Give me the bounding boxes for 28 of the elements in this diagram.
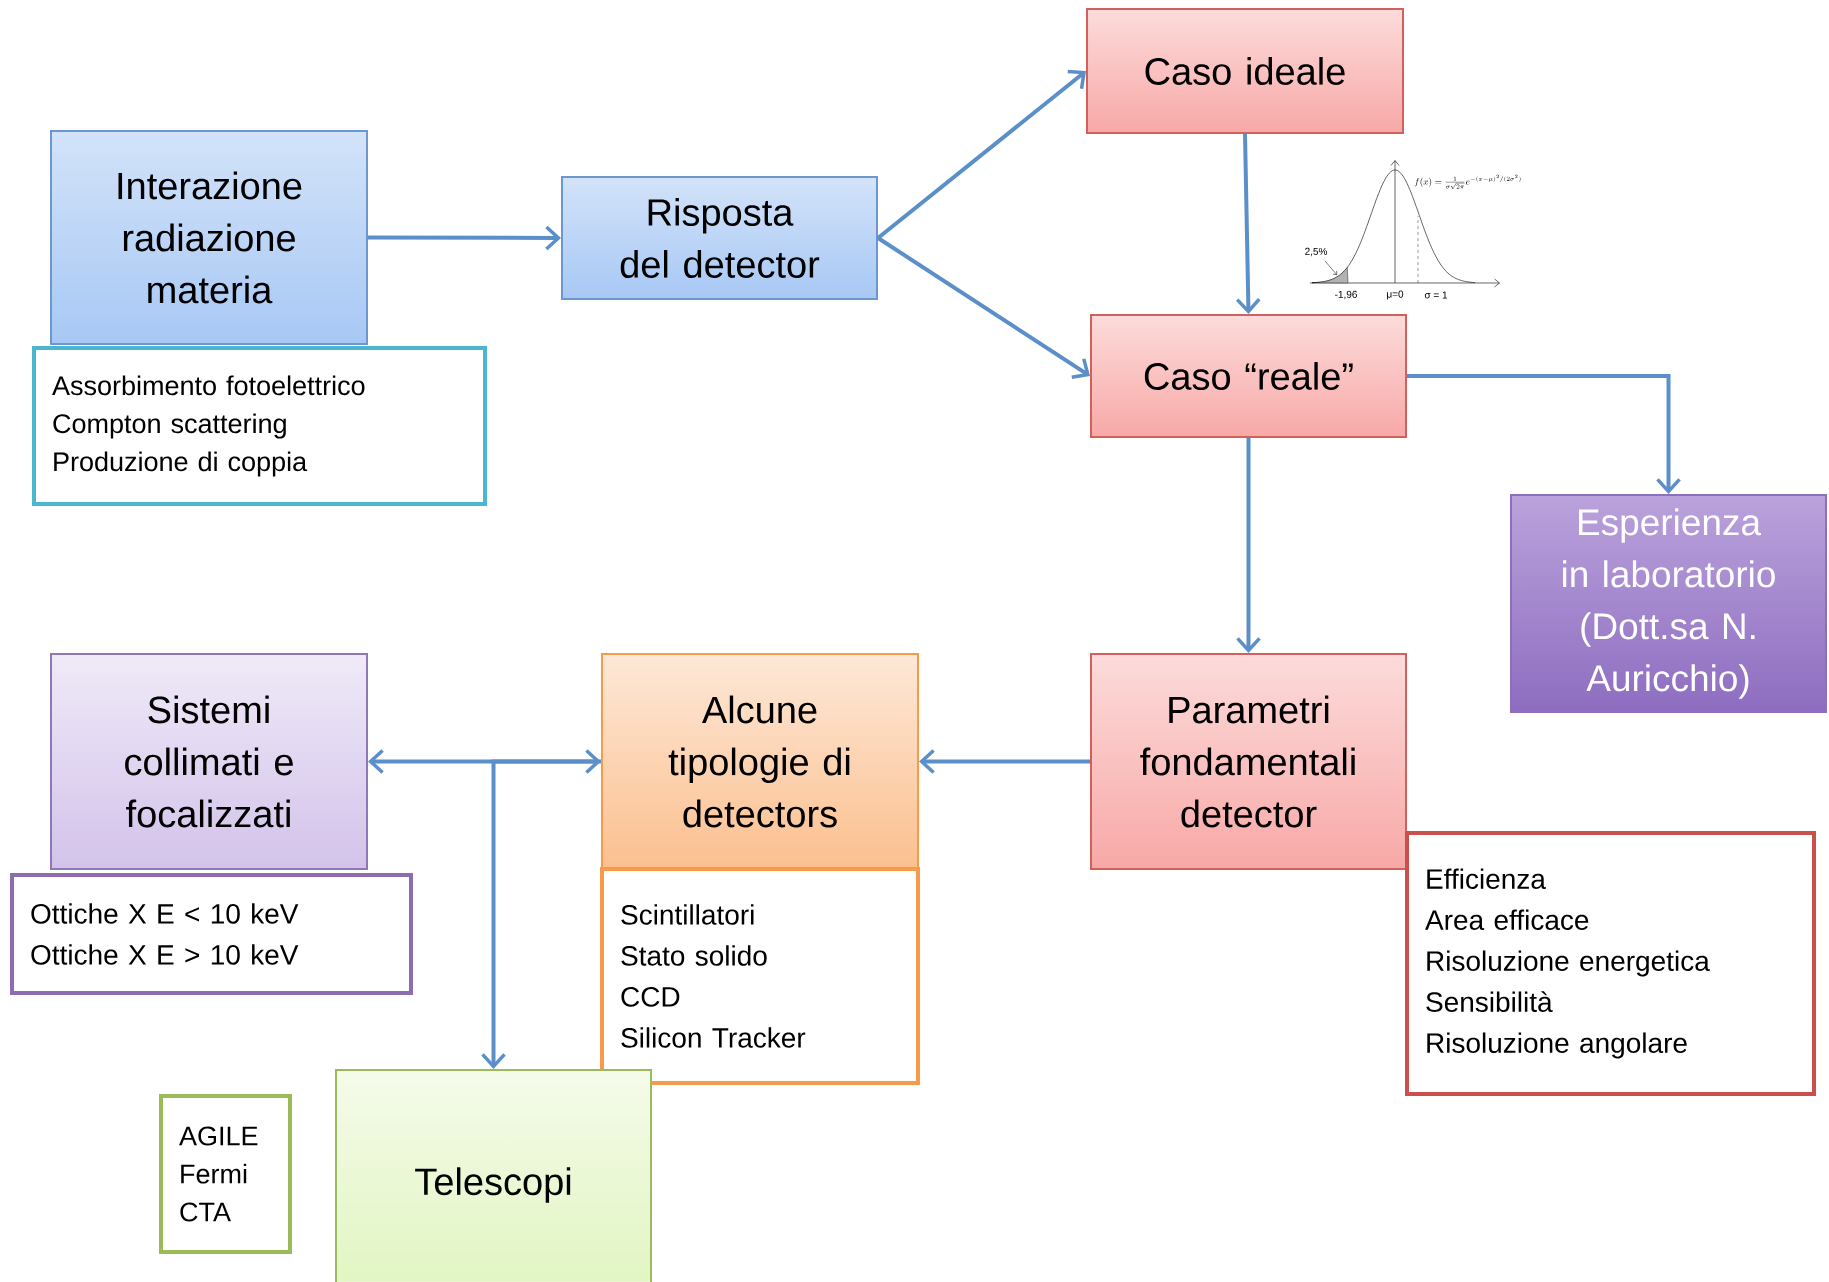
list-box: Efficienza Area efficace Risoluzione energetica Sensibilità Risoluzione angolare: [1405, 831, 1816, 1096]
list-box: Ottiche X E < 10 keV Ottiche X E > 10 keV: [10, 873, 413, 995]
arrow: [1407, 374, 1681, 494]
formula-label: $f(x)=\frac{1}{\sigma\sqrt{2\pi}}e^{-(x-\mu)^2/(2\sigma^2)}$: [1414, 174, 1521, 190]
arrow: [1235, 133, 1261, 314]
process-box: Sistemi collimati e focalizzati: [50, 653, 368, 870]
arrow: [1236, 438, 1261, 653]
process-box: Alcune tipologie di detectors: [601, 653, 919, 870]
gaussian-label: 2,5%: [1305, 247, 1328, 257]
process-box: Interazione radiazione materia: [50, 130, 368, 345]
gaussian-label: μ=0: [1387, 290, 1404, 300]
arrow: [919, 749, 1090, 774]
process-box: Caso ideale: [1086, 8, 1404, 134]
process-box: Risposta del detector: [561, 176, 878, 300]
list-box: Scintillatori Stato solido CCD Silicon Tracker: [600, 867, 920, 1085]
gaussian-label: -1,96: [1335, 290, 1357, 300]
arrow: [368, 749, 601, 774]
arrow: [876, 69, 1086, 240]
process-box: Telescopi: [335, 1069, 652, 1282]
process-box: Esperienza in laboratorio (Dott.sa N. Auricchio): [1510, 494, 1827, 713]
process-box: Caso “reale”: [1090, 314, 1407, 438]
list-box: Assorbimento fotoelettrico Compton scattering Produzione di coppia: [32, 346, 487, 506]
process-box: Parametri fondamentali detector: [1090, 653, 1407, 870]
list-box: AGILE Fermi CTA: [159, 1094, 292, 1254]
gaussian-label: σ = 1: [1424, 291, 1448, 299]
arrow: [481, 759, 601, 1069]
arrow: [368, 225, 561, 251]
arrow: [876, 236, 1090, 379]
